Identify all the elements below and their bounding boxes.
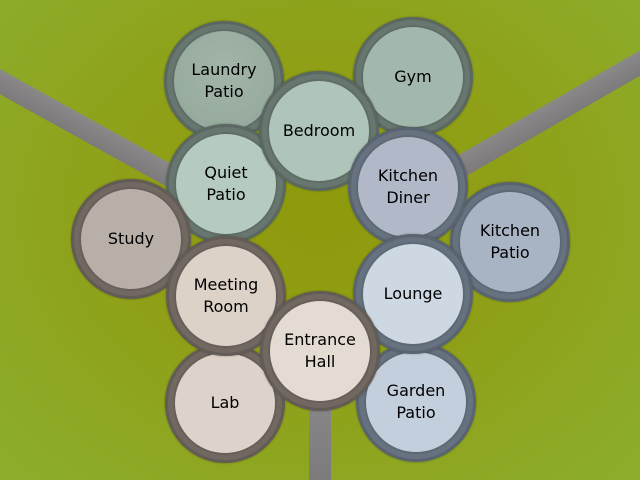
room-lounge[interactable]: Lounge: [353, 234, 473, 354]
room-label: Lab: [210, 393, 240, 412]
room-label: Study: [107, 229, 155, 248]
room-disc: Meeting Room: [176, 246, 276, 346]
room-disc: Lab: [175, 353, 275, 453]
path-south: [309, 390, 331, 480]
room-label: Garden Patio: [386, 381, 446, 422]
room-disc: Entrance Hall: [270, 301, 370, 401]
room-label: Kitchen Patio: [479, 221, 541, 262]
room-kitchen-diner[interactable]: Kitchen Diner: [348, 127, 468, 247]
room-label: Kitchen Diner: [377, 166, 439, 207]
room-label: Laundry Patio: [191, 60, 257, 101]
path-northeast: [450, 45, 640, 180]
room-kitchen-patio[interactable]: Kitchen Patio: [450, 182, 570, 302]
room-lab[interactable]: Lab: [165, 343, 285, 463]
room-disc: Gym: [363, 27, 463, 127]
room-label: Meeting Room: [193, 275, 259, 316]
room-label: Gym: [394, 67, 432, 86]
room-label: Quiet Patio: [204, 163, 248, 204]
room-disc: Study: [81, 189, 181, 289]
room-disc: Garden Patio: [366, 352, 466, 452]
room-disc: Kitchen Patio: [460, 192, 560, 292]
room-disc: Kitchen Diner: [358, 137, 458, 237]
room-quiet-patio[interactable]: Quiet Patio: [166, 124, 286, 244]
room-label: Bedroom: [282, 121, 356, 140]
room-entrance-hall[interactable]: Entrance Hall: [260, 291, 380, 411]
room-gym[interactable]: Gym: [353, 17, 473, 137]
room-disc: Quiet Patio: [176, 134, 276, 234]
room-study[interactable]: Study: [71, 179, 191, 299]
room-label: Entrance Hall: [284, 330, 356, 371]
room-disc: Lounge: [363, 244, 463, 344]
room-disc: Laundry Patio: [174, 31, 274, 131]
room-label: Lounge: [383, 284, 443, 303]
path-northwest: [0, 58, 182, 189]
